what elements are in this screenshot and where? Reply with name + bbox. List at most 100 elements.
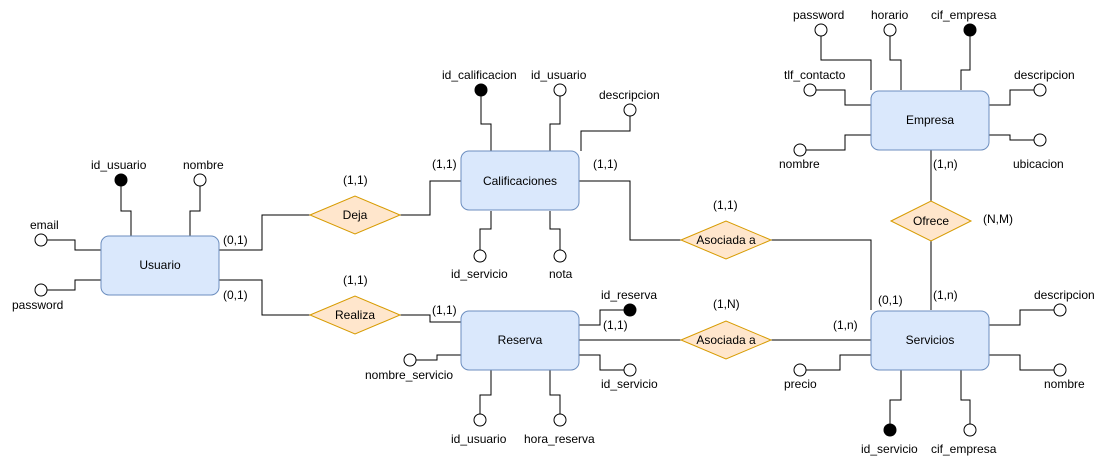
- attribute-calif-idusuario[interactable]: [553, 83, 567, 97]
- cardinality-reserva-realiza: (1,1): [432, 303, 457, 317]
- attr-label-empresa-ubicacion: ubicacion: [1013, 157, 1064, 171]
- attr-label-reserva-id: id_reserva: [601, 288, 657, 302]
- attr-label-calif-idusuario: id_usuario: [531, 68, 587, 82]
- entity-servicios-label: Servicios: [906, 333, 955, 347]
- attribute-connectors: [47, 30, 1060, 430]
- attribute-labels: email password id_usuario nombre id_cali…: [12, 8, 1095, 456]
- attr-label-reserva-idusuario: id_usuario: [451, 432, 507, 446]
- cardinality-usuario-deja: (0,1): [223, 233, 248, 247]
- attr-line-calif-id: [480, 95, 492, 151]
- attribute-usuario-nombre[interactable]: [193, 173, 207, 187]
- attribute-empresa-ubicacion[interactable]: [1033, 133, 1047, 147]
- entity-servicios[interactable]: Servicios: [870, 310, 990, 371]
- attr-label-empresa-horario: horario: [871, 8, 909, 22]
- attr-label-empresa-password: password: [793, 8, 844, 22]
- cardinality-reserva-asociada: (1,1): [603, 318, 628, 332]
- entity-empresa[interactable]: Empresa: [870, 90, 990, 151]
- attr-line-empresa-horario: [889, 30, 902, 90]
- attribute-usuario-password[interactable]: [34, 283, 48, 297]
- attribute-calif-idservicio[interactable]: [473, 249, 487, 263]
- attribute-calif-nota[interactable]: [553, 249, 567, 263]
- attr-line-usuario-email: [47, 239, 101, 251]
- relationship-connectors: [219, 150, 932, 341]
- cardinality-servicios-ofrece: (1,n): [933, 288, 958, 302]
- cardinality-labels: (0,1) (1,1) (1,1) (0,1) (1,1) (1,1) (1,1…: [223, 157, 1013, 332]
- relationship-ofrece[interactable]: Ofrece: [889, 200, 973, 242]
- cardinality-empresa-ofrece: (1,n): [933, 157, 958, 171]
- relationship-realiza[interactable]: Realiza: [308, 295, 402, 335]
- attribute-empresa-password[interactable]: [814, 23, 828, 37]
- attribute-empresa-descripcion[interactable]: [1033, 83, 1047, 97]
- attr-line-reserva-idreserva: [579, 309, 630, 326]
- connector-usuario-deja: [219, 214, 310, 251]
- attr-label-empresa-tlf: tlf_contacto: [784, 68, 846, 82]
- attribute-reserva-hora[interactable]: [553, 413, 567, 427]
- attribute-servicios-cif[interactable]: [963, 423, 977, 437]
- entity-calificaciones-label: Calificaciones: [483, 174, 557, 188]
- entity-reserva-label: Reserva: [498, 333, 543, 347]
- relationship-asociada-calificacion-label: Asociada a: [696, 233, 756, 247]
- attr-line-calif-descripcion: [580, 115, 631, 151]
- attr-label-reserva-idservicio: id_servicio: [601, 377, 658, 391]
- attr-label-reserva-nombreservicio: nombre_servicio: [365, 368, 453, 382]
- attribute-servicios-descripcion[interactable]: [1053, 303, 1067, 317]
- attr-label-calif-id: id_calificacion: [442, 68, 517, 82]
- attribute-empresa-horario[interactable]: [883, 23, 897, 37]
- key-attribute-empresa-cif[interactable]: [963, 23, 977, 37]
- attr-line-calif-idservicio: [479, 211, 492, 250]
- attribute-empresa-tlf[interactable]: [803, 83, 817, 97]
- attr-label-calif-descripcion: descripcion: [599, 88, 660, 102]
- connector-realiza-reserva: [400, 314, 461, 323]
- attr-label-usuario-id: id_usuario: [91, 158, 147, 172]
- attr-line-empresa-tlf: [810, 89, 871, 106]
- attr-line-usuario-password: [47, 279, 101, 291]
- attr-label-servicios-precio: precio: [784, 377, 817, 391]
- attribute-servicios-precio[interactable]: [793, 363, 807, 377]
- key-attribute-servicios-id[interactable]: [883, 423, 897, 437]
- attr-line-servicios-descripcion: [989, 309, 1060, 326]
- attribute-reserva-idservicio[interactable]: [623, 363, 637, 377]
- connector-calificaciones-asociada: [579, 180, 681, 241]
- attr-line-servicios-nombre: [989, 354, 1060, 371]
- entity-reserva[interactable]: Reserva: [460, 310, 580, 371]
- attr-label-usuario-email: email: [30, 218, 59, 232]
- attribute-calif-descripcion[interactable]: [623, 103, 637, 117]
- cardinality-servicios-asociada-calif: (0,1): [878, 293, 903, 307]
- relationship-ofrece-label: Ofrece: [913, 214, 949, 228]
- attr-label-empresa-nombre: nombre: [779, 157, 820, 171]
- entity-usuario[interactable]: Usuario: [100, 235, 220, 296]
- attr-line-reserva-hora: [549, 370, 561, 420]
- key-attribute-usuario-id[interactable]: [114, 173, 128, 187]
- attr-label-servicios-cif: cif_empresa: [931, 442, 997, 456]
- relationship-deja[interactable]: Deja: [308, 195, 402, 235]
- attr-line-usuario-nombre: [189, 186, 201, 236]
- cardinality-servicios-asociada-reserva: (1,n): [833, 318, 858, 332]
- cardinality-realiza-top: (1,1): [343, 273, 368, 287]
- attribute-servicios-nombre[interactable]: [1053, 363, 1067, 377]
- attr-label-empresa-descripcion: descripcion: [1014, 68, 1075, 82]
- attr-label-usuario-nombre: nombre: [183, 158, 224, 172]
- relationship-asociada-calificacion[interactable]: Asociada a: [679, 220, 773, 260]
- attribute-usuario-email[interactable]: [34, 233, 48, 247]
- attr-line-reserva-idservicio: [579, 354, 630, 371]
- attr-line-empresa-password: [820, 30, 872, 90]
- attr-line-empresa-descripcion: [989, 89, 1040, 106]
- attr-line-empresa-cif: [960, 30, 971, 90]
- attr-line-reserva-nombreservicio: [410, 354, 461, 361]
- entity-calificaciones[interactable]: Calificaciones: [460, 150, 580, 211]
- attribute-empresa-nombre[interactable]: [793, 143, 807, 157]
- attribute-reserva-idusuario[interactable]: [473, 413, 487, 427]
- cardinality-usuario-realiza: (0,1): [223, 288, 248, 302]
- relationship-asociada-reserva[interactable]: Asociada a: [679, 320, 773, 360]
- cardinality-calif-deja: (1,1): [432, 157, 457, 171]
- key-attribute-reserva-id[interactable]: [623, 303, 637, 317]
- attr-line-calif-nota: [549, 211, 561, 250]
- cardinality-asociada-reserva-top: (1,N): [713, 297, 740, 311]
- attr-line-servicios-idservicio: [889, 370, 902, 430]
- key-attribute-calif-id[interactable]: [474, 83, 488, 97]
- attribute-reserva-nombreservicio[interactable]: [403, 353, 417, 367]
- connector-usuario-realiza: [219, 279, 310, 316]
- connector-deja-calificaciones: [400, 180, 461, 216]
- entity-usuario-label: Usuario: [139, 258, 181, 272]
